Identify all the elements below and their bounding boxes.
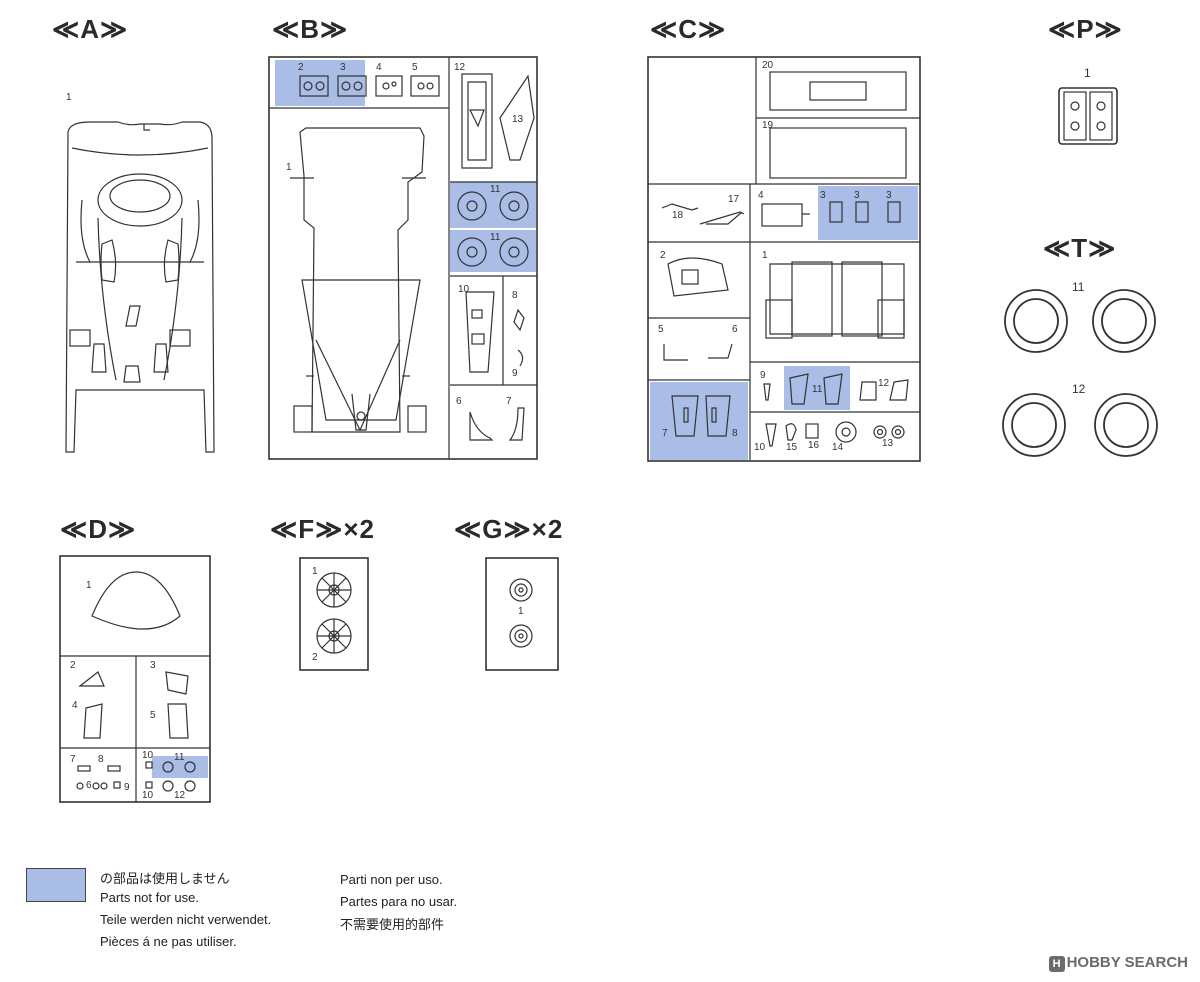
part-label: 1 xyxy=(518,606,524,617)
part-label: 11 xyxy=(174,752,185,763)
part-label: 14 xyxy=(832,442,844,453)
legend-text-en: Parts not for use. xyxy=(100,890,199,905)
part-label: 19 xyxy=(762,120,774,131)
part-label: 13 xyxy=(512,114,524,125)
sprue-title-c: ≪C≫ xyxy=(650,14,727,44)
part-label: 4 xyxy=(72,700,78,711)
sprue-title-p: ≪P≫ xyxy=(1048,14,1123,44)
part-label: 8 xyxy=(512,290,518,301)
part-label: 9 xyxy=(124,782,130,793)
legend-text-zh: 不需要使用的部件 xyxy=(340,917,445,932)
part-label: 10 xyxy=(458,284,470,295)
part-label: 11 xyxy=(812,384,823,395)
legend-text-fr: Pièces á ne pas utiliser. xyxy=(100,934,237,949)
part-label: 9 xyxy=(760,370,766,381)
part-label: 2 xyxy=(312,652,318,663)
part-label: 1 xyxy=(66,92,72,103)
part-label: 17 xyxy=(728,194,740,205)
part-label: 1 xyxy=(1084,66,1091,80)
sprue-title-d: ≪D≫ xyxy=(60,514,137,544)
part-label: 4 xyxy=(758,190,764,201)
part-label: 5 xyxy=(150,710,156,721)
sprue-c xyxy=(647,56,921,462)
part-label: 9 xyxy=(512,368,518,379)
part-label: 1 xyxy=(762,250,768,261)
part-label: 15 xyxy=(786,442,798,453)
part-label: 2 xyxy=(70,660,76,671)
part-label: 6 xyxy=(456,396,462,407)
part-label: 2 xyxy=(660,250,666,261)
sprue-title-t: ≪T≫ xyxy=(1043,233,1117,263)
watermark-text: HOBBY SEARCH xyxy=(1066,954,1188,971)
sprue-g xyxy=(485,557,559,671)
part-label: 1 xyxy=(312,566,318,577)
part-label: 13 xyxy=(882,438,894,449)
legend-swatch xyxy=(26,868,86,902)
part-label: 11 xyxy=(1072,280,1085,294)
part-label: 5 xyxy=(658,324,664,335)
part-label: 7 xyxy=(662,428,668,439)
part-label: 1 xyxy=(286,162,292,173)
part-label: 5 xyxy=(412,62,418,73)
part-label: 10 xyxy=(142,750,154,761)
part-label: 6 xyxy=(86,780,92,791)
sprue-title-a: ≪A≫ xyxy=(52,14,129,44)
part-label: 11 xyxy=(490,184,501,195)
sprue-t-tires xyxy=(1002,289,1158,457)
part-label: 10 xyxy=(754,442,766,453)
sprue-p xyxy=(1058,87,1118,145)
part-label: 18 xyxy=(672,210,684,221)
part-label: 16 xyxy=(808,440,820,451)
part-label: 12 xyxy=(878,378,890,389)
part-label: 12 xyxy=(1072,382,1086,396)
part-label: 4 xyxy=(376,62,382,73)
sprue-title-f: ≪F≫×2 xyxy=(270,514,375,544)
sprue-title-b: ≪B≫ xyxy=(272,14,349,44)
part-label: 8 xyxy=(732,428,738,439)
part-label: 20 xyxy=(762,60,774,71)
hobby-search-logo-icon: H xyxy=(1048,956,1065,972)
legend-text-de: Teile werden nicht verwendet. xyxy=(100,912,272,927)
part-label: 6 xyxy=(732,324,738,335)
sprue-b xyxy=(268,56,538,460)
part-label: 3 xyxy=(886,190,892,201)
part-label: 3 xyxy=(150,660,156,671)
part-label: 2 xyxy=(298,62,304,73)
part-label: 8 xyxy=(98,754,104,765)
sprue-a-body-shell xyxy=(65,121,215,453)
part-label: 12 xyxy=(454,62,466,73)
legend-text-jp: の部品は使用しません xyxy=(100,871,230,886)
sprue-f xyxy=(299,557,369,671)
part-label: 7 xyxy=(506,396,512,407)
part-label: 7 xyxy=(70,754,76,765)
legend-text-it: Parti non per uso. xyxy=(340,872,443,887)
part-label: 10 xyxy=(142,790,154,801)
part-label: 3 xyxy=(820,190,826,201)
part-label: 3 xyxy=(340,62,346,73)
part-label: 11 xyxy=(490,232,501,243)
part-label: 3 xyxy=(854,190,860,201)
part-label: 1 xyxy=(86,580,92,591)
legend-text-es: Partes para no usar. xyxy=(340,894,458,909)
sprue-d xyxy=(59,555,211,803)
part-label: 12 xyxy=(174,790,186,801)
sprue-title-g: ≪G≫×2 xyxy=(454,514,564,544)
